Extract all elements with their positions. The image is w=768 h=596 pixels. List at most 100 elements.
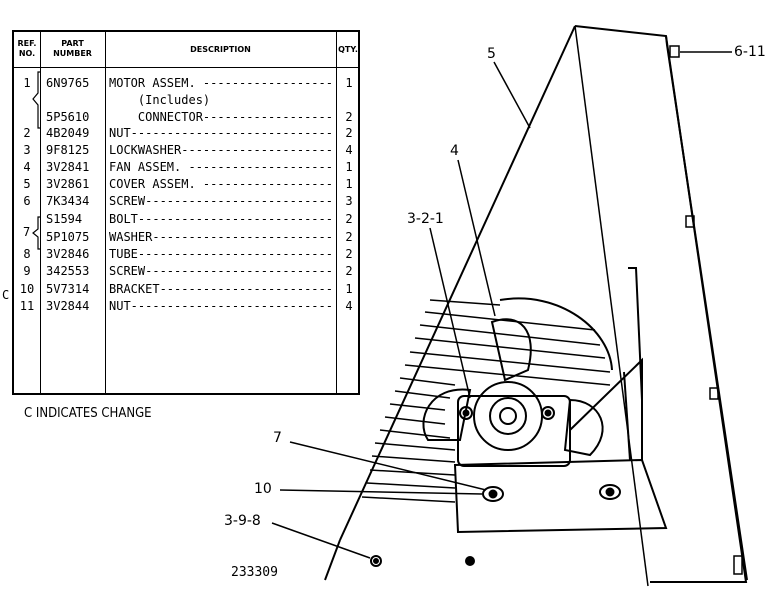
row-qty: 1 [345,282,353,296]
motor-housing [473,381,543,451]
row-ref-no: 10 [19,282,35,296]
row-ref-no: 3 [23,143,31,157]
leader-10 [279,489,483,495]
row-qty: 2 [345,247,353,261]
leader-4 [457,159,496,317]
cover-screw [465,556,475,566]
motor-hub [489,397,527,435]
leader-5 [493,61,531,129]
row-part-number: S1594 [46,212,83,226]
fan-blade [490,318,532,382]
row-qty: 3 [345,194,353,208]
row-qty: 4 [345,143,353,157]
row-part-number: 5P5610 [46,110,90,124]
column-divider [105,32,106,393]
column-divider [336,32,337,393]
row-ref-no: 11 [19,299,35,313]
callout-3-9-8: 3-9-8 [224,513,261,529]
fan-shroud [499,297,613,371]
cover-panel [574,25,748,583]
row-part-number: 3V2844 [46,299,90,313]
row-description: COVER ASSEM. ---------------------------… [109,177,335,191]
tube [628,267,643,401]
bracket-plate [453,458,668,534]
cover-slant-edge [339,25,576,541]
callout-10: 10 [254,481,272,497]
row-description: NUT------------------------------------- [109,126,335,140]
bracket-bolt [482,486,504,502]
row-description: MOTOR ASSEM. --------------------------- [109,76,335,90]
callout-3-2-1: 3-2-1 [407,211,444,227]
fastener [733,555,743,575]
row-description: SCREW----------------------------------- [109,194,335,208]
fastener [669,45,680,58]
row-qty: 2 [345,264,353,278]
ref-7-label: 7 [23,225,31,239]
row-description: WASHER---------------------------------- [109,230,335,244]
row-description: SCREW----------------------------------- [109,264,335,278]
leader-3-2-1 [429,227,471,399]
row-part-number: 7K3434 [46,194,90,208]
louvre-fins [361,299,611,503]
change-marker: C [2,288,10,302]
row-part-number: 9F8125 [46,143,90,157]
cover-screw [370,555,382,567]
callout-4: 4 [450,143,459,159]
callout-6-11: 6-11 [734,44,766,60]
row-qty: 2 [345,110,353,124]
row-part-number: 5V7314 [46,282,90,296]
bracket-flange [569,357,643,460]
row-ref-no: 8 [23,247,31,261]
row-ref-no: 4 [23,160,31,174]
row-ref-no: 5 [23,177,31,191]
row-qty: 1 [345,76,353,90]
row-ref-no: 9 [23,264,31,278]
motor-face [457,395,571,467]
header-divider [14,67,358,68]
header-qty: QTY. [338,45,358,54]
cover-edge [665,35,748,581]
row-qty: 2 [345,126,353,140]
leader-3-9-8 [271,522,371,559]
fastener [685,215,695,228]
column-divider [40,32,41,393]
cover-inner-edge [574,25,649,587]
row-description: FAN ASSEM. -----------------------------… [109,160,335,174]
group-bracket-1 [32,71,41,129]
row-part-number: 342553 [46,264,90,278]
parts-list-table: REF. NO. PART NUMBER DESCRIPTION QTY. 1 6… [12,30,360,395]
row-ref-no: 1 [23,76,31,90]
fastener [709,387,719,400]
row-qty: 2 [345,212,353,226]
row-part-number: 3V2841 [46,160,90,174]
row-description: BOLT------------------------------------ [109,212,335,226]
row-description: TUBE------------------------------------ [109,247,335,261]
leader-7 [289,441,487,491]
row-part-number: 3V2846 [46,247,90,261]
row-part-number: 5P1075 [46,230,90,244]
callout-7: 7 [273,430,282,446]
header-ref-no: REF. NO. [17,39,37,58]
row-part-number: 6N9765 [46,76,90,90]
header-part-number: PART NUMBER [53,39,92,58]
drawing-number: 233309 [231,565,278,580]
row-qty: 2 [345,230,353,244]
row-description: LOCKWASHER------------------------------ [109,143,335,157]
callout-5: 5 [487,46,496,62]
row-part-number: 4B2049 [46,126,90,140]
fan-blade [563,398,604,457]
group-bracket-7 [32,216,41,250]
fan-blade [422,388,472,441]
row-qty: 1 [345,177,353,191]
row-qty: 1 [345,160,353,174]
header-description: DESCRIPTION [190,45,251,54]
row-description: (Includes) [109,93,211,107]
row-description: BRACKET--------------------------------- [109,282,335,296]
row-description: NUT------------------------------------- [109,299,335,313]
row-qty: 4 [345,299,353,313]
row-description: CONNECTOR--------------------------- [137,110,335,124]
row-part-number: 3V2861 [46,177,90,191]
row-ref-no: 2 [23,126,31,140]
row-ref-no: 6 [23,194,31,208]
